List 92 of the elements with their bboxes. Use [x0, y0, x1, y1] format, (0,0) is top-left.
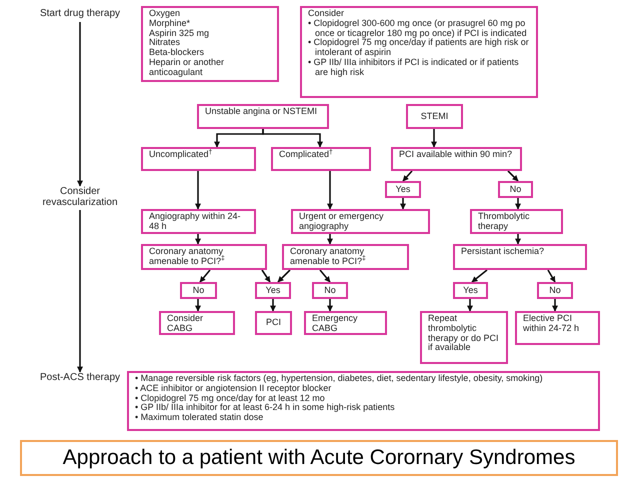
- process-box: [197, 104, 329, 129]
- process-box: [255, 311, 292, 335]
- process-box: [159, 311, 235, 335]
- arrow: [195, 234, 201, 245]
- box-text: No: [192, 286, 204, 296]
- box-text: • ACE inhibitor or angiotension II receptor blocker: [135, 384, 332, 393]
- box-text: No: [510, 184, 522, 194]
- arrow: [327, 234, 333, 245]
- box-text: Repeat thrombolytic therapy or do PCI if available: [428, 314, 500, 354]
- box-text: Consider CABG: [167, 314, 204, 334]
- arrow: [327, 299, 333, 312]
- arrow: [402, 170, 413, 182]
- arrow: [547, 270, 556, 283]
- process-box: [127, 371, 600, 431]
- stage-label: Post-ACS therapy: [36, 372, 124, 400]
- box-text: No: [324, 286, 336, 296]
- box-text: Aspirin 325 mg: [149, 28, 210, 38]
- process-box: [391, 147, 522, 171]
- process-box: [141, 147, 256, 171]
- box-text: • Maximum tolerated statin dose: [135, 413, 264, 423]
- process-box: [300, 6, 538, 98]
- process-box: [304, 311, 387, 335]
- box-text: Coronary anatomy amenable to PCI?$^{‡}$: [149, 247, 226, 267]
- box-text: No: [549, 286, 561, 296]
- process-box: [420, 311, 508, 364]
- box-text: PCI: [266, 318, 281, 328]
- process-box: [470, 209, 563, 234]
- arrow: [472, 269, 488, 283]
- box-text: Oxygen: [149, 9, 182, 19]
- box-text: • Clopidogrel 75 mg once/day for at least 12 mo: [135, 394, 326, 403]
- box-text: STEMI: [420, 112, 448, 122]
- arrow: [77, 210, 83, 373]
- box-text: Urgent or emergency angiography: [299, 212, 385, 232]
- arrow: [195, 299, 201, 312]
- box-text: Heparin or another anticoagulant: [149, 58, 226, 78]
- arrow: [552, 299, 558, 312]
- arrow: [77, 22, 83, 187]
- box-text: Beta-blockers: [149, 48, 206, 58]
- arrow: [515, 234, 521, 245]
- process-box: [291, 209, 430, 234]
- process-box: [406, 104, 463, 129]
- box-text: Persistant ischemia?: [461, 247, 546, 257]
- box-text: Coronary anatomy amenable to PCI?$^{‡}$: [290, 247, 367, 267]
- process-box: [141, 6, 279, 82]
- arrow: [515, 198, 521, 210]
- process-box: [282, 244, 409, 270]
- box-text: • Manage reversible risk factors (eg, hypertension, diabetes, diet, sedentary lifestyle, obesity, smoking): [135, 374, 544, 384]
- process-box: [312, 282, 348, 299]
- arrow: [467, 299, 473, 312]
- process-box: [537, 282, 573, 299]
- box-text: • GP IIb/ IIIa inhibitors if PCI is indicated or if patients are high risk: [308, 58, 520, 78]
- stage-label: Start drug therapy: [24, 8, 136, 22]
- caption: Approach to a patient with Acute Corornary Syndromes: [20, 440, 618, 476]
- box-text: Yes: [396, 184, 410, 194]
- arrow: [327, 171, 333, 210]
- arrow: [261, 270, 271, 282]
- box-text: • Clopidogrel 300-600 mg once (or prasugrel 60 mg po once or ticagrelor 180 mg po once) if PCI is indicated: [308, 18, 528, 38]
- box-text: Consider: [308, 9, 346, 19]
- process-box: [180, 282, 217, 299]
- box-text: Yes: [463, 286, 478, 296]
- arrow: [199, 269, 211, 283]
- process-box: [255, 282, 291, 299]
- arrow: [319, 269, 331, 283]
- arrow: [507, 170, 519, 182]
- box-text: • Clopidogrel 75 mg once/day if patients are high risk or intolerant of aspirin: [308, 38, 530, 58]
- box-text: Yes: [266, 286, 280, 296]
- process-box: [141, 209, 256, 234]
- arrow: [277, 269, 291, 283]
- process-box: [515, 311, 600, 345]
- arrow: [400, 198, 406, 210]
- box-text: Angiography within 24-48 h: [149, 212, 242, 232]
- box-text: Morphine*: [149, 18, 192, 28]
- box-text: Emergency CABG: [312, 314, 359, 334]
- process-box: [453, 244, 587, 270]
- box-text: Nitrates: [149, 38, 182, 48]
- box-text: Elective PCI within 24-72 h: [523, 314, 580, 334]
- process-box: [498, 181, 533, 198]
- box-text: PCI available within 90 min?: [399, 150, 514, 160]
- process-box: [271, 147, 371, 171]
- process-box: [385, 181, 421, 198]
- box-text: Unstable angina or NSTEMI: [205, 107, 318, 117]
- arrow: [195, 171, 201, 210]
- box-text: • GP IIb/ IIIa inhibitor for at least 6-24 h in some high-risk patients: [135, 403, 396, 414]
- process-box: [453, 282, 488, 299]
- arrow: [270, 299, 276, 312]
- stage-label: Consider revascularization: [22, 186, 138, 210]
- arrow: [262, 129, 323, 148]
- arrow: [431, 129, 437, 148]
- process-box: [141, 244, 267, 270]
- box-text: Uncomplicated$^{†}$: [149, 150, 214, 160]
- box-text: Thrombolytic therapy: [478, 212, 531, 232]
- box-text: Complicated$^{†}$: [279, 150, 334, 160]
